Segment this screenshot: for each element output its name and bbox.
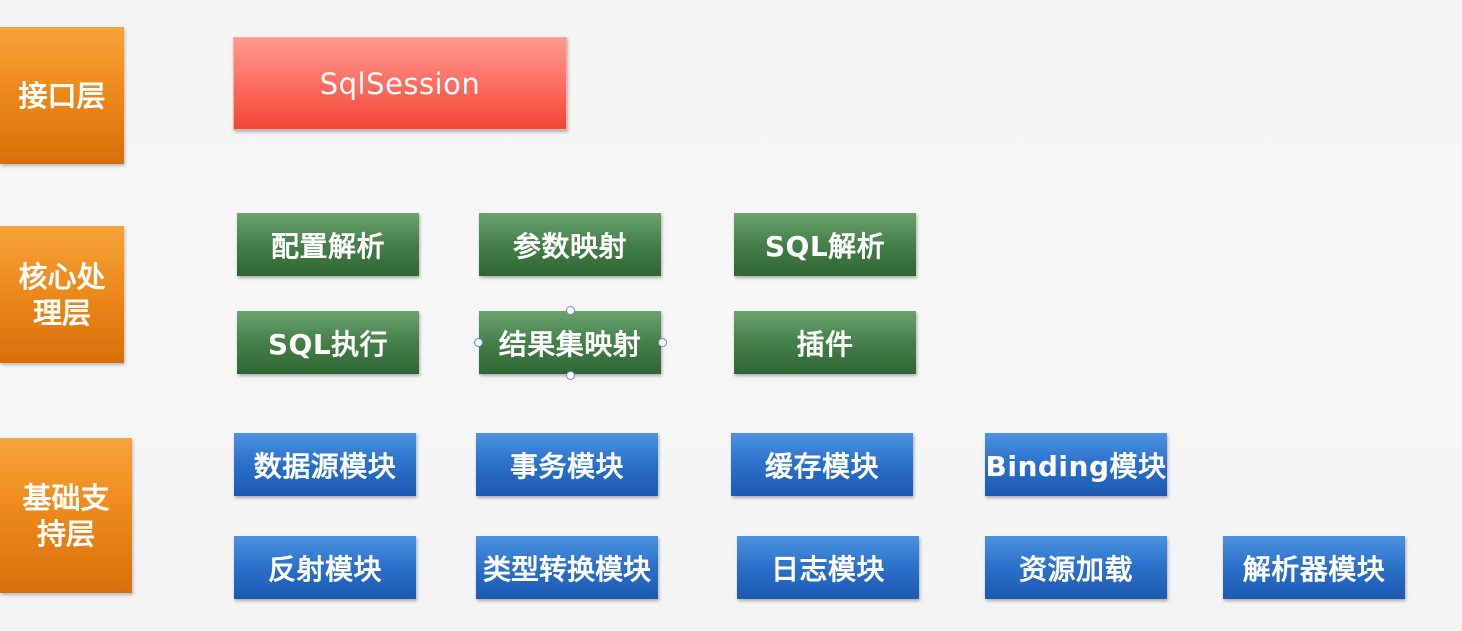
result-set-mapping-module[interactable]: 结果集映射: [479, 311, 661, 374]
layer-interface-label: 接口层: [0, 27, 124, 164]
parser-module[interactable]: 解析器模块: [1223, 536, 1405, 599]
config-parsing-module[interactable]: 配置解析: [237, 213, 419, 276]
parameter-mapping-module[interactable]: 参数映射: [479, 213, 661, 276]
sql-execution-module[interactable]: SQL执行: [237, 311, 419, 374]
datasource-module[interactable]: 数据源模块: [234, 433, 416, 496]
sql-parsing-module[interactable]: SQL解析: [734, 213, 916, 276]
selection-handle-bottom[interactable]: [566, 371, 575, 380]
selection-handle-top[interactable]: [566, 306, 575, 315]
reflection-module[interactable]: 反射模块: [234, 536, 416, 599]
resource-loading-module[interactable]: 资源加载: [985, 536, 1167, 599]
layer-core-label: 核心处 理层: [0, 226, 124, 363]
logging-module[interactable]: 日志模块: [737, 536, 919, 599]
selection-handle-left[interactable]: [474, 338, 483, 347]
transaction-module[interactable]: 事务模块: [476, 433, 658, 496]
plugin-module[interactable]: 插件: [734, 311, 916, 374]
sqlsession-module[interactable]: SqlSession: [233, 37, 567, 130]
layer-base-label: 基础支 持层: [0, 438, 132, 593]
type-conversion-module[interactable]: 类型转换模块: [476, 536, 658, 599]
selection-handle-right[interactable]: [658, 338, 667, 347]
binding-module[interactable]: Binding模块: [985, 433, 1167, 496]
cache-module[interactable]: 缓存模块: [731, 433, 913, 496]
